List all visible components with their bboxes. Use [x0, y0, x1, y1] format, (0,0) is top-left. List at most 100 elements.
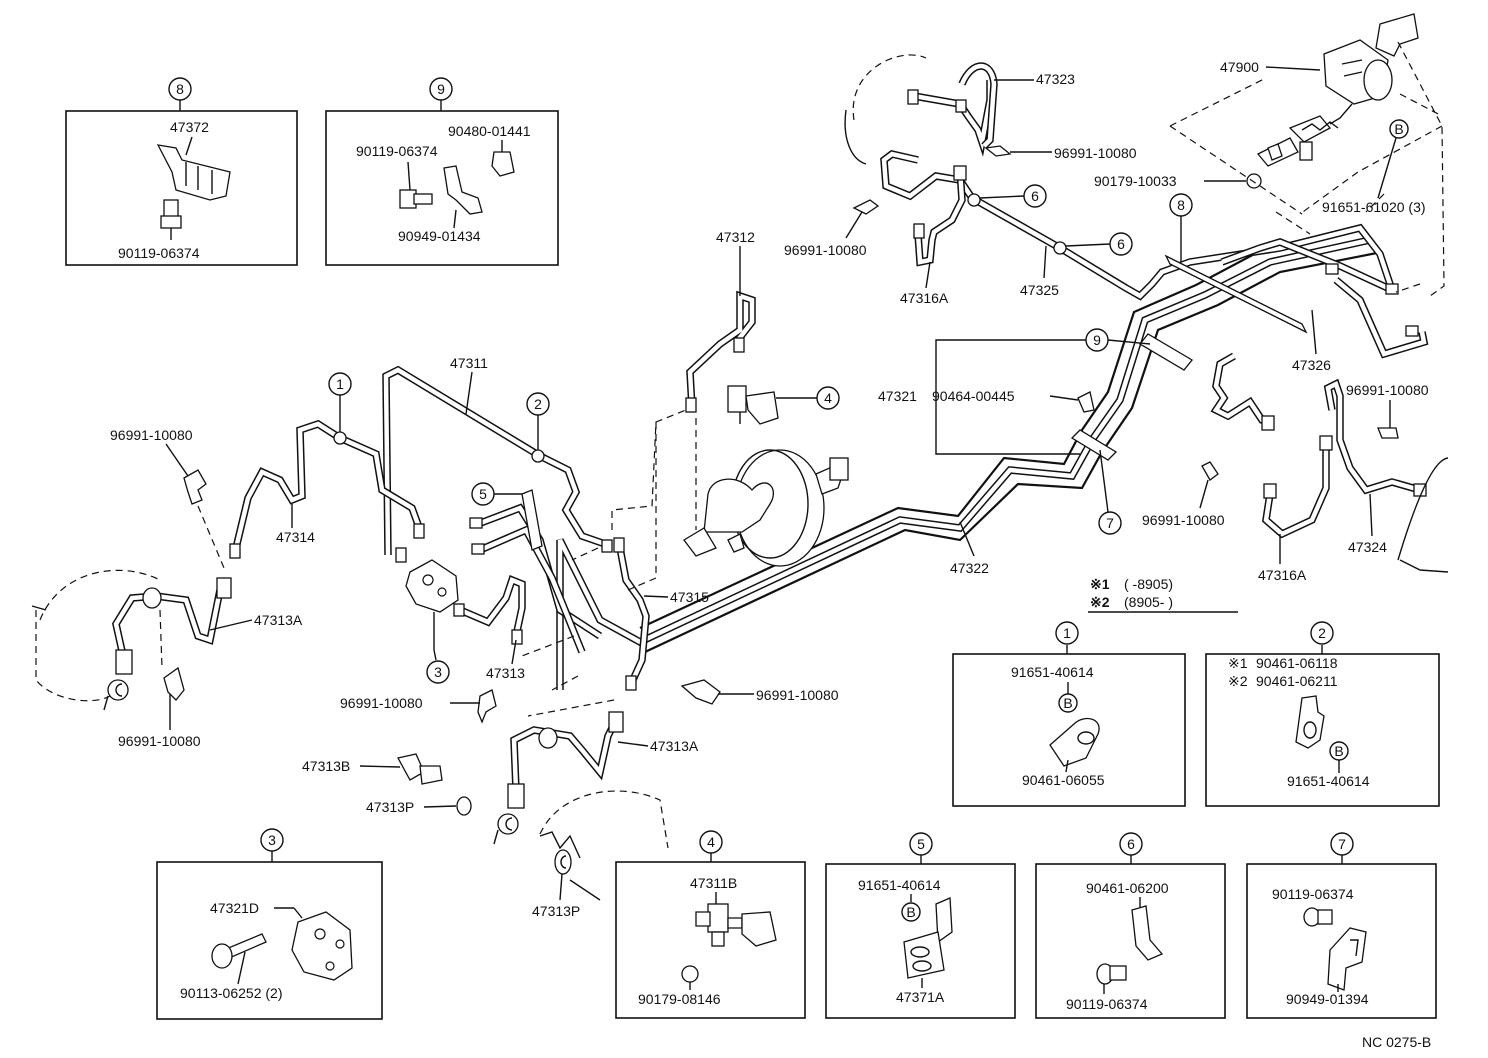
box-6-part-b: 90119-06374 [1066, 996, 1148, 1012]
detail-box-5: 5 91651-40614 B 47371A [825, 832, 1016, 1019]
detail-box-7: 7 90119-06374 90949-01394 [1246, 832, 1437, 1019]
three-way-joint-icon [695, 903, 777, 947]
bracket-icon [443, 165, 483, 215]
union-bolt-47313b [397, 753, 443, 785]
box-5-b-mark: B [906, 904, 915, 920]
label-47316a-top: 47316A [900, 290, 949, 306]
label-47313a-left: 47313A [254, 612, 303, 628]
box-1-b-mark: B [1063, 695, 1072, 711]
clip-nut-90464-icon [1077, 391, 1095, 413]
label-47315: 47315 [670, 589, 709, 605]
callouts: 1 2 4 5 3 6 6 7 8 9 B [328, 119, 1409, 684]
pipe-fittings [229, 89, 1427, 691]
box-3-number: 3 [268, 832, 276, 848]
box-5-number: 5 [917, 836, 925, 852]
label-clip-b: 96991-10080 [118, 733, 201, 749]
legend-range-1: ( -8905) [1124, 576, 1173, 592]
detail-box-4: 4 47311B 90179-08146 [615, 830, 806, 1019]
label-47311: 47311 [450, 355, 488, 371]
callout-3: 3 [434, 664, 442, 680]
label-47313b: 47313B [302, 758, 350, 774]
master-cylinder [683, 478, 775, 557]
callout-5: 5 [479, 486, 487, 502]
label-47314: 47314 [276, 529, 315, 545]
label-clip-c: 96991-10080 [340, 695, 423, 711]
box-3-part-a: 47321D [210, 900, 259, 916]
clamp-band-9 [1139, 333, 1193, 371]
label-clip-d: 96991-10080 [756, 687, 839, 703]
joint-6a-marker [967, 193, 981, 207]
callout-4: 4 [824, 390, 832, 406]
flex-hose-front-right [507, 711, 624, 809]
label-90464-00445: 90464-00445 [932, 388, 1015, 404]
box-1-part-b: 90461-06055 [1022, 772, 1105, 788]
box-1-number: 1 [1063, 625, 1071, 641]
proportioning-valve [405, 559, 459, 650]
pipe-clamp-icon [1131, 905, 1164, 961]
label-clip-g: 96991-10080 [1142, 512, 1225, 528]
label-47312: 47312 [716, 229, 755, 245]
callout-7: 7 [1106, 515, 1114, 531]
box-2-part-c: 91651-40614 [1287, 773, 1370, 789]
box-9-number: 9 [437, 81, 445, 97]
bracket-icon [1327, 927, 1367, 991]
label-47324: 47324 [1348, 539, 1387, 555]
washer-47313p [456, 796, 472, 816]
callout-9: 9 [1093, 332, 1101, 348]
bracket-47321 [935, 339, 1086, 455]
legend-mark-1: ※1 [1090, 576, 1110, 592]
box-3-part-b: 90113-06252 (2) [180, 985, 282, 1001]
joint-2-marker [531, 449, 545, 463]
label-90179-10033: 90179-10033 [1094, 173, 1177, 189]
box-8-part-b: 90119-06374 [118, 245, 200, 261]
rear-valve-dashed-outline [1169, 41, 1445, 297]
label-47900: 47900 [1220, 59, 1259, 75]
rear-brake-lines [880, 62, 1429, 539]
box-4-number: 4 [707, 834, 715, 850]
callout-b-top: B [1394, 121, 1403, 137]
callout-2: 2 [534, 396, 542, 412]
box-2-part-a: 90461-06118 [1256, 655, 1338, 671]
box-6-number: 6 [1127, 836, 1135, 852]
box-2-mark-1: ※1 [1228, 655, 1248, 671]
label-47313a-bottom: 47313A [650, 738, 699, 754]
label-47323: 47323 [1036, 71, 1075, 87]
label-47316a-right: 47316A [1258, 567, 1307, 583]
clip-nut-icon [491, 151, 515, 177]
clamp-band-5 [521, 489, 543, 551]
box-4-part-a: 47311B [690, 875, 737, 891]
label-47325: 47325 [1020, 282, 1059, 298]
brake-line-47314 [232, 419, 424, 549]
detail-box-6: 6 90461-06200 90119-06374 [1035, 832, 1226, 1019]
pipe-clamp-icon [1295, 695, 1325, 749]
bolt-icon [1303, 907, 1333, 927]
label-clip-f: 96991-10080 [1054, 145, 1137, 161]
box-9-part-a: 90480-01441 [448, 123, 531, 139]
detail-box-3: 3 47321D 90113-06252 (2) [156, 828, 383, 1020]
bolt-icon [399, 189, 433, 209]
detail-box-9: 9 90480-01441 90119-06374 90949-01434 [325, 77, 559, 266]
label-47313: 47313 [486, 665, 525, 681]
clip-icons [163, 145, 1399, 724]
part-labels: 47311 47312 47314 47313A 47313A 47313 47… [110, 59, 1429, 919]
legend-range-2: (8905- ) [1124, 594, 1173, 610]
label-47313p-1: 47313P [366, 799, 414, 815]
detail-box-2: 2 ※1 90461-06118 ※2 90461-06211 B 91651-… [1205, 621, 1440, 807]
three-way-joint [727, 385, 779, 425]
proportioning-valve-icon [291, 911, 353, 981]
box-7-part-a: 90119-06374 [1272, 886, 1354, 902]
main-brake-lines-47322 [556, 226, 1383, 690]
label-47321: 47321 [878, 388, 917, 404]
flex-hose-front-left [112, 577, 232, 675]
brake-line-47315 [616, 547, 650, 684]
dashed-leaders [159, 409, 697, 717]
brake-line-47311 [382, 365, 610, 556]
nut-icon [681, 965, 699, 983]
bolt-icon [1096, 963, 1127, 985]
box-4-part-b: 90179-08146 [638, 991, 721, 1007]
load-sensing-valve-47900 [1256, 13, 1419, 167]
box-7-number: 7 [1338, 836, 1346, 852]
clamp-band-8 [1164, 254, 1308, 334]
label-91651-61020: 91651-61020 (3) [1322, 199, 1426, 215]
